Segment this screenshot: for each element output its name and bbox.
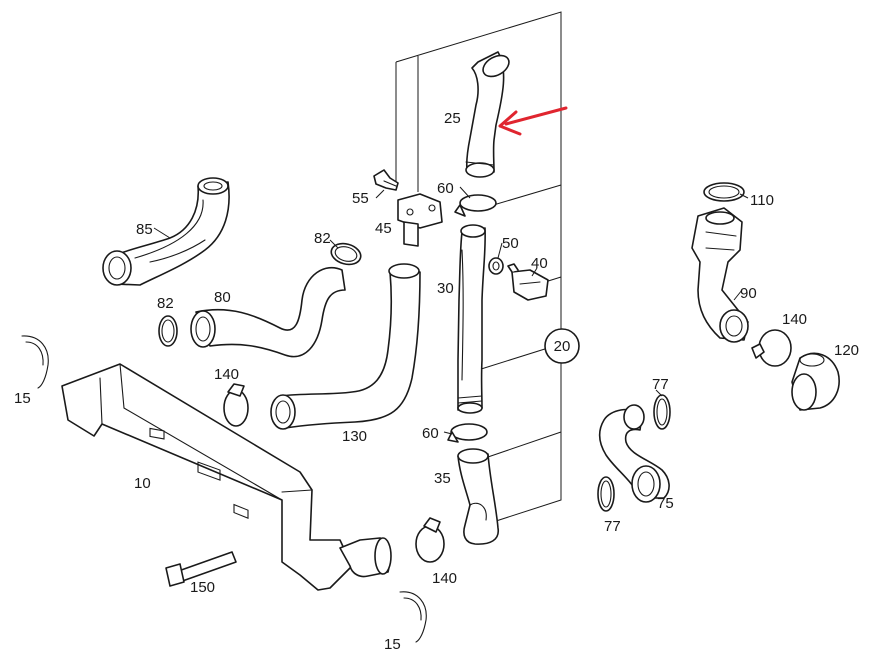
callout-140-right: 140 xyxy=(782,311,807,328)
part-82-seal-lower xyxy=(158,315,178,347)
callout-80: 80 xyxy=(214,289,231,306)
part-90-pipe xyxy=(691,207,749,343)
part-75-hose xyxy=(598,404,670,503)
callout-15-bottom: 15 xyxy=(384,636,401,653)
part-25-upper-pipe xyxy=(465,51,510,178)
callout-30: 30 xyxy=(437,280,454,297)
part-140-clamp-right xyxy=(751,329,792,367)
part-140-clamp-bottom xyxy=(415,517,445,563)
callout-25: 25 xyxy=(444,110,461,127)
callout-75: 75 xyxy=(657,495,674,512)
part-15-hook-bottom xyxy=(399,591,427,643)
callout-50: 50 xyxy=(502,235,519,252)
part-15-hook-left xyxy=(21,335,49,389)
part-77-ring-upper xyxy=(653,394,671,430)
leader-lines xyxy=(153,186,749,435)
callout-110: 110 xyxy=(750,192,774,209)
assembly-frame xyxy=(395,11,562,523)
callout-15-left: 15 xyxy=(14,390,31,407)
part-35-lower-pipe xyxy=(457,448,500,545)
part-130-hose xyxy=(270,263,421,430)
part-80-hose xyxy=(190,266,346,358)
part-82-seal-upper xyxy=(330,242,362,266)
part-20-circle xyxy=(544,328,580,364)
callout-140-left: 140 xyxy=(214,366,239,383)
callout-90: 90 xyxy=(740,285,757,302)
part-40-sensor xyxy=(507,263,549,301)
callout-82-lower: 82 xyxy=(157,295,174,312)
part-140-clamp-left xyxy=(223,383,249,427)
part-50-washer xyxy=(488,257,504,275)
callout-85: 85 xyxy=(136,221,153,238)
part-60-upper-clamp xyxy=(454,194,497,217)
callout-10: 10 xyxy=(134,475,151,492)
callout-20: 20 xyxy=(554,338,571,355)
callout-77-lower: 77 xyxy=(604,518,621,535)
part-10-intercooler xyxy=(61,363,392,591)
part-30-middle-pipe xyxy=(457,224,486,414)
part-55-bolt xyxy=(373,169,399,191)
callout-120: 120 xyxy=(834,342,859,359)
callout-130: 130 xyxy=(342,428,367,445)
part-77-ring-lower xyxy=(597,476,615,512)
part-85-hose xyxy=(102,177,230,286)
callout-35: 35 xyxy=(434,470,451,487)
part-120-elbow xyxy=(791,352,840,411)
callout-150: 150 xyxy=(190,579,215,596)
callout-60-upper: 60 xyxy=(437,180,454,197)
highlight-arrow xyxy=(498,106,568,136)
part-110-ring xyxy=(703,182,745,202)
callout-45: 45 xyxy=(375,220,392,237)
part-150-bolt xyxy=(165,551,237,587)
part-60-lower-clamp xyxy=(447,423,488,443)
callout-60-lower: 60 xyxy=(422,425,439,442)
callout-82-upper: 82 xyxy=(314,230,331,247)
callout-140-bottom: 140 xyxy=(432,570,457,587)
callout-77-upper: 77 xyxy=(652,376,669,393)
callout-labels: 25 60 55 45 85 82 82 80 50 40 30 20 110 … xyxy=(14,110,859,653)
callout-40: 40 xyxy=(531,255,548,272)
callout-55: 55 xyxy=(352,190,369,207)
part-45-sensor xyxy=(397,193,443,247)
